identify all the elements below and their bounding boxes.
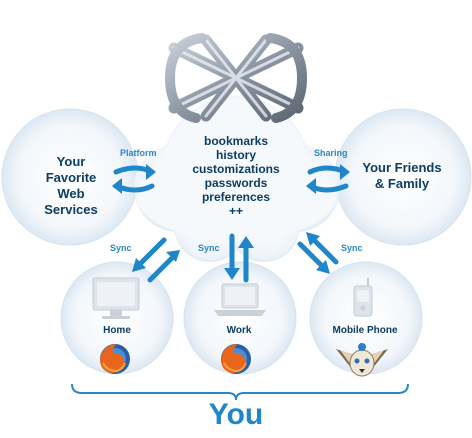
left-service-title: Your Favorite Web Services	[44, 154, 98, 217]
you-bracket	[71, 383, 409, 401]
mobile-sync-arrows	[297, 232, 339, 274]
sharing-label: Sharing	[314, 148, 348, 158]
sync-label-left: Sync	[110, 243, 132, 253]
platform-label: Platform	[120, 148, 157, 158]
mobile-phone-icon	[353, 278, 373, 317]
synced-item-passwords: passwords	[204, 176, 268, 190]
right-service-title: Your Friends & Family	[362, 160, 442, 191]
work-sync-arrows	[224, 233, 254, 283]
fennec-logo-icon	[336, 343, 388, 377]
synced-item-bookmarks: bookmarks	[203, 134, 269, 148]
celtic-knot-icon	[165, 33, 307, 123]
synced-item-more: ++	[228, 204, 243, 218]
you-label: You	[208, 398, 264, 431]
firefox-logo-icon	[221, 344, 251, 374]
work-device-circle	[183, 261, 297, 375]
sharing-sync-arrows	[306, 164, 350, 194]
device-label-mobile-phone: Mobile Phone	[332, 325, 398, 336]
laptop-icon	[214, 283, 266, 316]
sync-label-center: Sync	[198, 243, 220, 253]
device-label-work: Work	[226, 325, 252, 336]
firefox-logo-icon	[100, 344, 130, 374]
device-label-home: Home	[103, 325, 131, 336]
sync-label-right: Sync	[341, 243, 363, 253]
synced-item-preferences: preferences	[201, 190, 271, 204]
platform-sync-arrows	[112, 164, 156, 194]
desktop-monitor-icon	[92, 277, 140, 319]
synced-data-list: bookmarks history customizations passwor…	[172, 134, 300, 218]
synced-item-customizations: customizations	[192, 162, 280, 176]
synced-item-history: history	[215, 148, 256, 162]
home-sync-arrows	[132, 237, 180, 283]
